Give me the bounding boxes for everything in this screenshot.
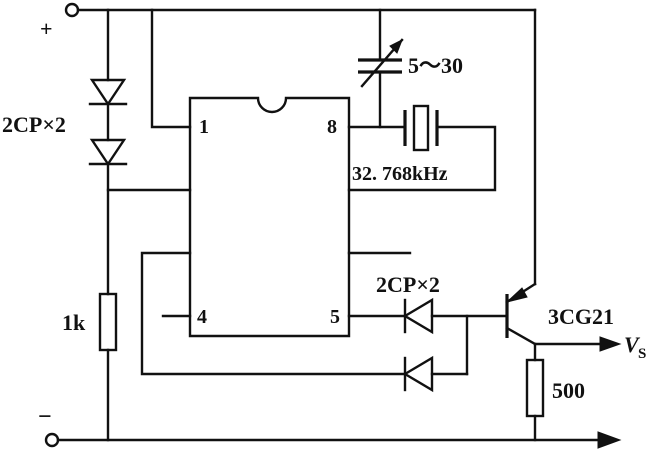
pin1-wire <box>150 8 192 129</box>
ic-body <box>188 96 351 338</box>
pin-4-label: 4 <box>197 306 207 328</box>
diode-lower <box>402 355 434 393</box>
ic-chip <box>188 96 351 338</box>
output-symbol: V <box>624 332 641 357</box>
negative-terminal <box>44 432 60 448</box>
ground-arrow <box>597 431 622 449</box>
pin-1-label: 1 <box>199 116 209 138</box>
left-branch <box>88 8 192 442</box>
diode-pair <box>140 251 507 393</box>
pin-5-label: 5 <box>330 306 340 328</box>
transistor-label: 3CG21 <box>548 304 614 329</box>
positive-terminal <box>64 2 80 18</box>
output-node <box>533 336 622 352</box>
diode-pair-label: 2CP×2 <box>376 272 440 297</box>
bottom-rail <box>44 431 622 449</box>
crystal-label: 32. 768kHz <box>352 163 448 185</box>
trimmer-capacitor <box>358 8 404 129</box>
zener-diode-lower <box>89 138 127 167</box>
output-arrow <box>599 336 622 352</box>
transistor-3cg21 <box>505 8 537 362</box>
emitter-arrow <box>505 287 528 303</box>
pin-8-label: 8 <box>327 116 337 138</box>
top-rail <box>64 2 537 18</box>
positive-sign: + <box>40 16 53 41</box>
diode-upper <box>402 297 434 335</box>
crystal-body <box>412 104 430 152</box>
zener-stack-label: 2CP×2 <box>2 112 66 137</box>
negative-sign: − <box>38 404 52 430</box>
trimmer-cap-label: 5～30 <box>408 53 463 78</box>
resistor-500 <box>525 358 545 418</box>
resistor-1k-label: 1k <box>62 310 86 335</box>
resistor-1k <box>98 292 118 352</box>
resistor-500-branch <box>525 358 545 442</box>
crystal-oscillator <box>347 104 497 192</box>
output-subscript: S <box>638 346 646 362</box>
zener-diode-upper <box>89 78 127 107</box>
resistor-500-label: 500 <box>552 378 585 403</box>
